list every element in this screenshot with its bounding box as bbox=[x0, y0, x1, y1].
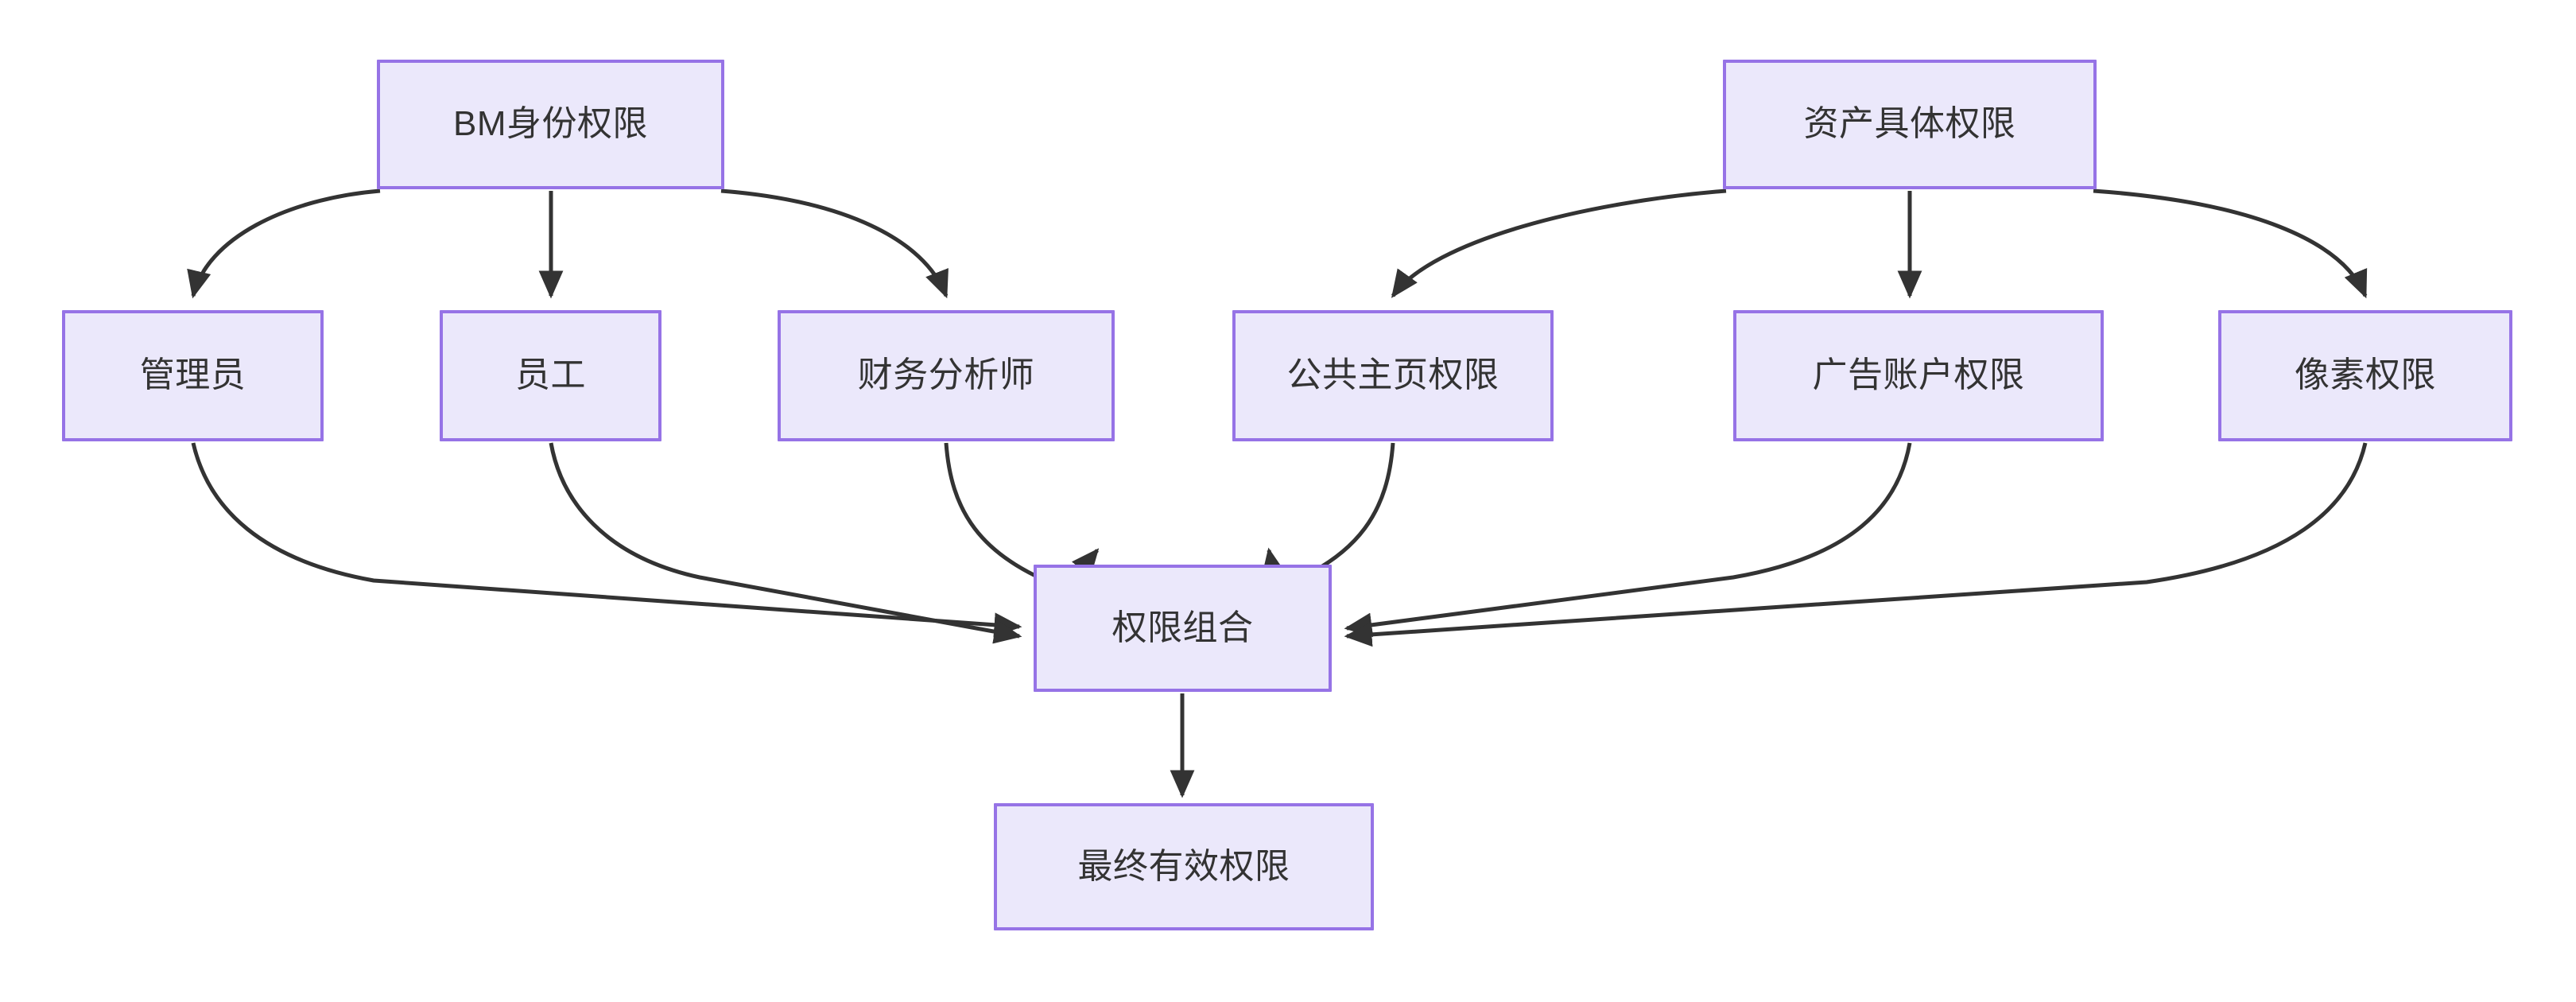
edges-group bbox=[187, 188, 2368, 798]
node-fin_analyst[interactable]: 财务分析师 bbox=[778, 310, 1115, 441]
node-label-final_perm: 最终有效权限 bbox=[1077, 846, 1290, 886]
node-admin[interactable]: 管理员 bbox=[62, 310, 324, 441]
edge-asset_perm-to-page_perm bbox=[1391, 188, 1727, 298]
node-bm_identity[interactable]: BM身份权限 bbox=[377, 60, 724, 189]
node-page_perm[interactable]: 公共主页权限 bbox=[1232, 310, 1554, 441]
node-label-perm_combo: 权限组合 bbox=[1111, 608, 1254, 647]
node-label-adaccount_perm: 广告账户权限 bbox=[1812, 355, 2025, 395]
node-label-employee: 员工 bbox=[515, 355, 586, 395]
node-adaccount_perm[interactable]: 广告账户权限 bbox=[1733, 310, 2104, 441]
node-label-bm_identity: BM身份权限 bbox=[453, 104, 648, 144]
node-pixel_perm[interactable]: 像素权限 bbox=[2218, 310, 2512, 441]
node-asset_perm[interactable]: 资产具体权限 bbox=[1723, 60, 2097, 189]
edge-pixel_perm-to-perm_combo bbox=[1344, 442, 2368, 647]
node-final_perm[interactable]: 最终有效权限 bbox=[994, 803, 1374, 930]
edge-admin-to-perm_combo bbox=[191, 442, 1022, 638]
node-perm_combo[interactable]: 权限组合 bbox=[1034, 565, 1332, 692]
node-employee[interactable]: 员工 bbox=[440, 310, 661, 441]
node-label-page_perm: 公共主页权限 bbox=[1286, 355, 1499, 395]
edge-adaccount_perm-to-perm_combo bbox=[1344, 442, 1912, 638]
edge-bm_identity-to-fin_analyst bbox=[720, 188, 949, 299]
edge-asset_perm-to-pixel_perm bbox=[2093, 188, 2368, 299]
node-label-admin: 管理员 bbox=[139, 355, 246, 395]
node-label-fin_analyst: 财务分析师 bbox=[857, 355, 1035, 395]
node-label-pixel_perm: 像素权限 bbox=[2295, 355, 2436, 395]
node-label-asset_perm: 资产具体权限 bbox=[1803, 104, 2016, 144]
edge-bm_identity-to-admin bbox=[187, 188, 381, 299]
edge-employee-to-perm_combo bbox=[549, 442, 1022, 644]
